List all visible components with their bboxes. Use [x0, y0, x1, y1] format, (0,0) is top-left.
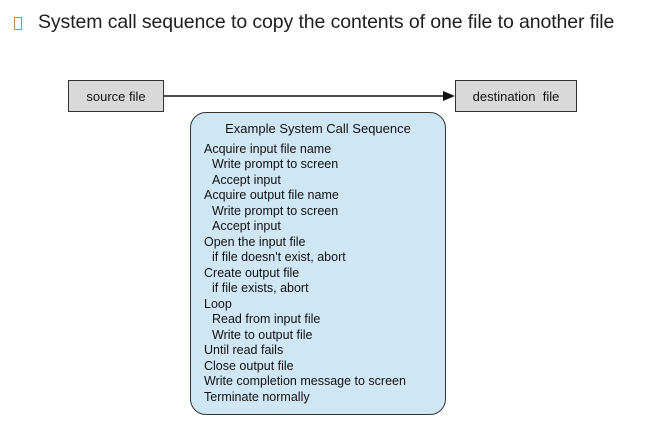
right-arrow-icon	[443, 91, 455, 101]
sequence-step: Acquire output file name	[204, 188, 339, 202]
sequence-step: Read from input file	[212, 312, 321, 326]
sequence-step: Acquire input file name	[204, 141, 332, 156]
sequence-step: Close output file	[204, 358, 294, 373]
sequence-step: Until read fails	[204, 343, 284, 357]
slide-title: System call sequence to copy the content…	[14, 11, 614, 34]
destination-file-label: destination file	[472, 88, 560, 104]
sequence-step: Write prompt to screen	[212, 157, 339, 171]
source-file-label: source file	[86, 88, 146, 104]
sequence-step: Write completion message to screen	[204, 374, 406, 388]
sequence-step: Create output file	[204, 265, 300, 280]
sequence-step: Write prompt to screen	[212, 203, 339, 218]
hollow-square-bullet-icon	[14, 16, 22, 30]
slide-title-text: System call sequence to copy the content…	[38, 11, 615, 33]
sequence-step: Terminate normally	[204, 389, 310, 404]
source-file-box: source file	[68, 80, 164, 112]
sequence-step: Accept input	[212, 219, 281, 233]
sequence-step: Write to output file	[212, 327, 313, 342]
sequence-step: Open the input file	[204, 234, 306, 249]
system-call-sequence-panel: Example System Call Sequence Acquire inp…	[190, 112, 446, 415]
sequence-step: Accept input	[212, 172, 281, 187]
sequence-step: Loop	[204, 296, 232, 311]
sequence-step: if file doesn't exist, abort	[212, 250, 346, 264]
sequence-step: if file exists, abort	[212, 281, 309, 295]
sequence-title: Example System Call Sequence	[225, 121, 411, 136]
destination-file-box: destination file	[455, 80, 577, 112]
